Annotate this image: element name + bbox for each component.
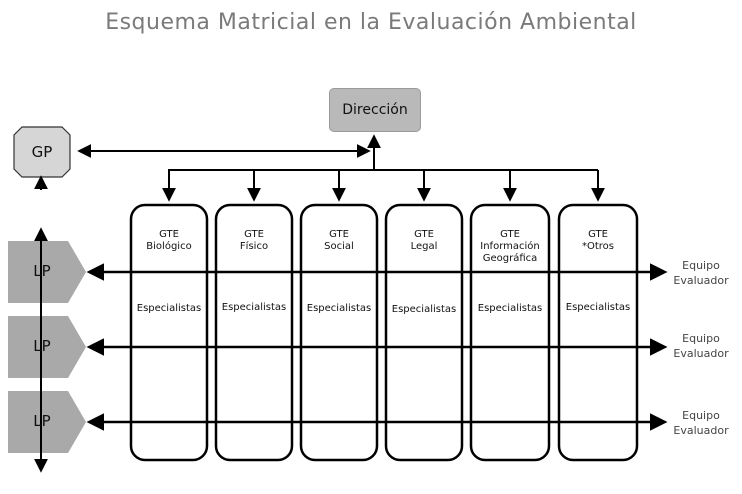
gte-specialists-5: Especialistas [477,303,543,314]
gte-name-text: Legal [410,241,438,252]
gte-header-6: GTE *Otros [559,229,637,253]
gte-header-5: GTE Información Geográfica [471,229,549,265]
gte-column-1 [129,203,209,462]
gte-head-text: GTE [244,229,264,240]
gte-header-1: GTE Biológico [131,229,207,253]
gte-specialists-1: Especialistas [136,303,202,314]
gte-name-text: Información Geográfica [480,241,540,264]
equipo-line1: Equipo [682,332,720,345]
gte-specialists-6: Especialistas [565,302,631,313]
equipo-line2: Evaluador [673,274,729,287]
gte-name-text: *Otros [581,241,614,252]
gte-header-3: GTE Social [301,229,377,253]
gte-column-6 [557,203,639,462]
equipo-evaluador-2: Equipo Evaluador [666,331,736,361]
gp-box [13,126,71,178]
gte-specialists-4: Especialistas [391,304,457,315]
gte-specialists-2: Especialistas [221,302,287,313]
gte-column-5 [469,203,551,462]
gte-column-3 [299,203,379,462]
gte-head-text: GTE [414,229,434,240]
gte-head-text: GTE [500,229,520,240]
equipo-evaluador-3: Equipo Evaluador [666,408,736,438]
equipo-evaluador-1: Equipo Evaluador [666,258,736,288]
gte-header-2: GTE Físico [216,229,292,253]
equipo-line1: Equipo [682,259,720,272]
gte-head-text: GTE [588,229,608,240]
lp-label-2: LP [33,337,51,355]
gte-column-4 [384,203,464,462]
gte-name-text: Físico [239,241,269,252]
equipo-line2: Evaluador [673,424,729,437]
equipo-line2: Evaluador [673,347,729,360]
gte-head-text: GTE [159,229,179,240]
equipo-line1: Equipo [682,409,720,422]
lp-label-3: LP [33,412,51,430]
lp-label-1: LP [33,262,51,280]
page-title: Esquema Matricial en la Evaluación Ambie… [105,10,637,35]
gp-label: GP [31,143,53,161]
direccion-box: Dirección [329,88,421,132]
gte-name-text: Social [324,241,354,252]
gte-head-text: GTE [329,229,349,240]
gte-name-text: Biológico [146,241,192,252]
gte-specialists-3: Especialistas [306,303,372,314]
gte-column-2 [214,203,294,462]
gte-header-4: GTE Legal [386,229,462,253]
